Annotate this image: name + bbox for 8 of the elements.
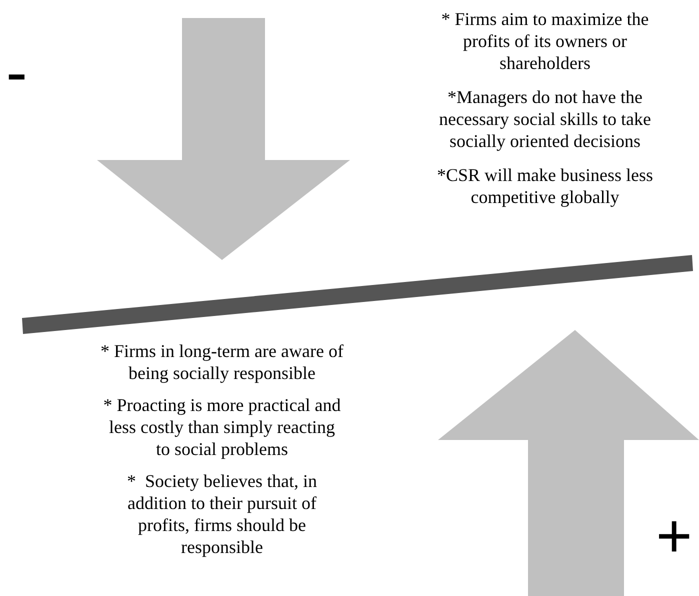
note-text: *CSR will make business less competitive globally bbox=[436, 164, 654, 208]
minus-sign: - bbox=[6, 40, 28, 104]
note-text: * Proacting is more practical and less costly than simply reacting to social problems bbox=[102, 394, 342, 460]
note-text: * Firms in long-term are aware of being socially responsible bbox=[100, 340, 344, 384]
note-text: * Society believes that, in addition to their pursuit of profits, firms should be responsible bbox=[126, 470, 318, 558]
note-text: *Managers do not have the necessary social skills to take socially oriented decisions bbox=[438, 86, 652, 152]
plus-sign: + bbox=[656, 506, 692, 568]
note-text: * Firms aim to maximize the profits of its owners or shareholders bbox=[440, 8, 650, 74]
